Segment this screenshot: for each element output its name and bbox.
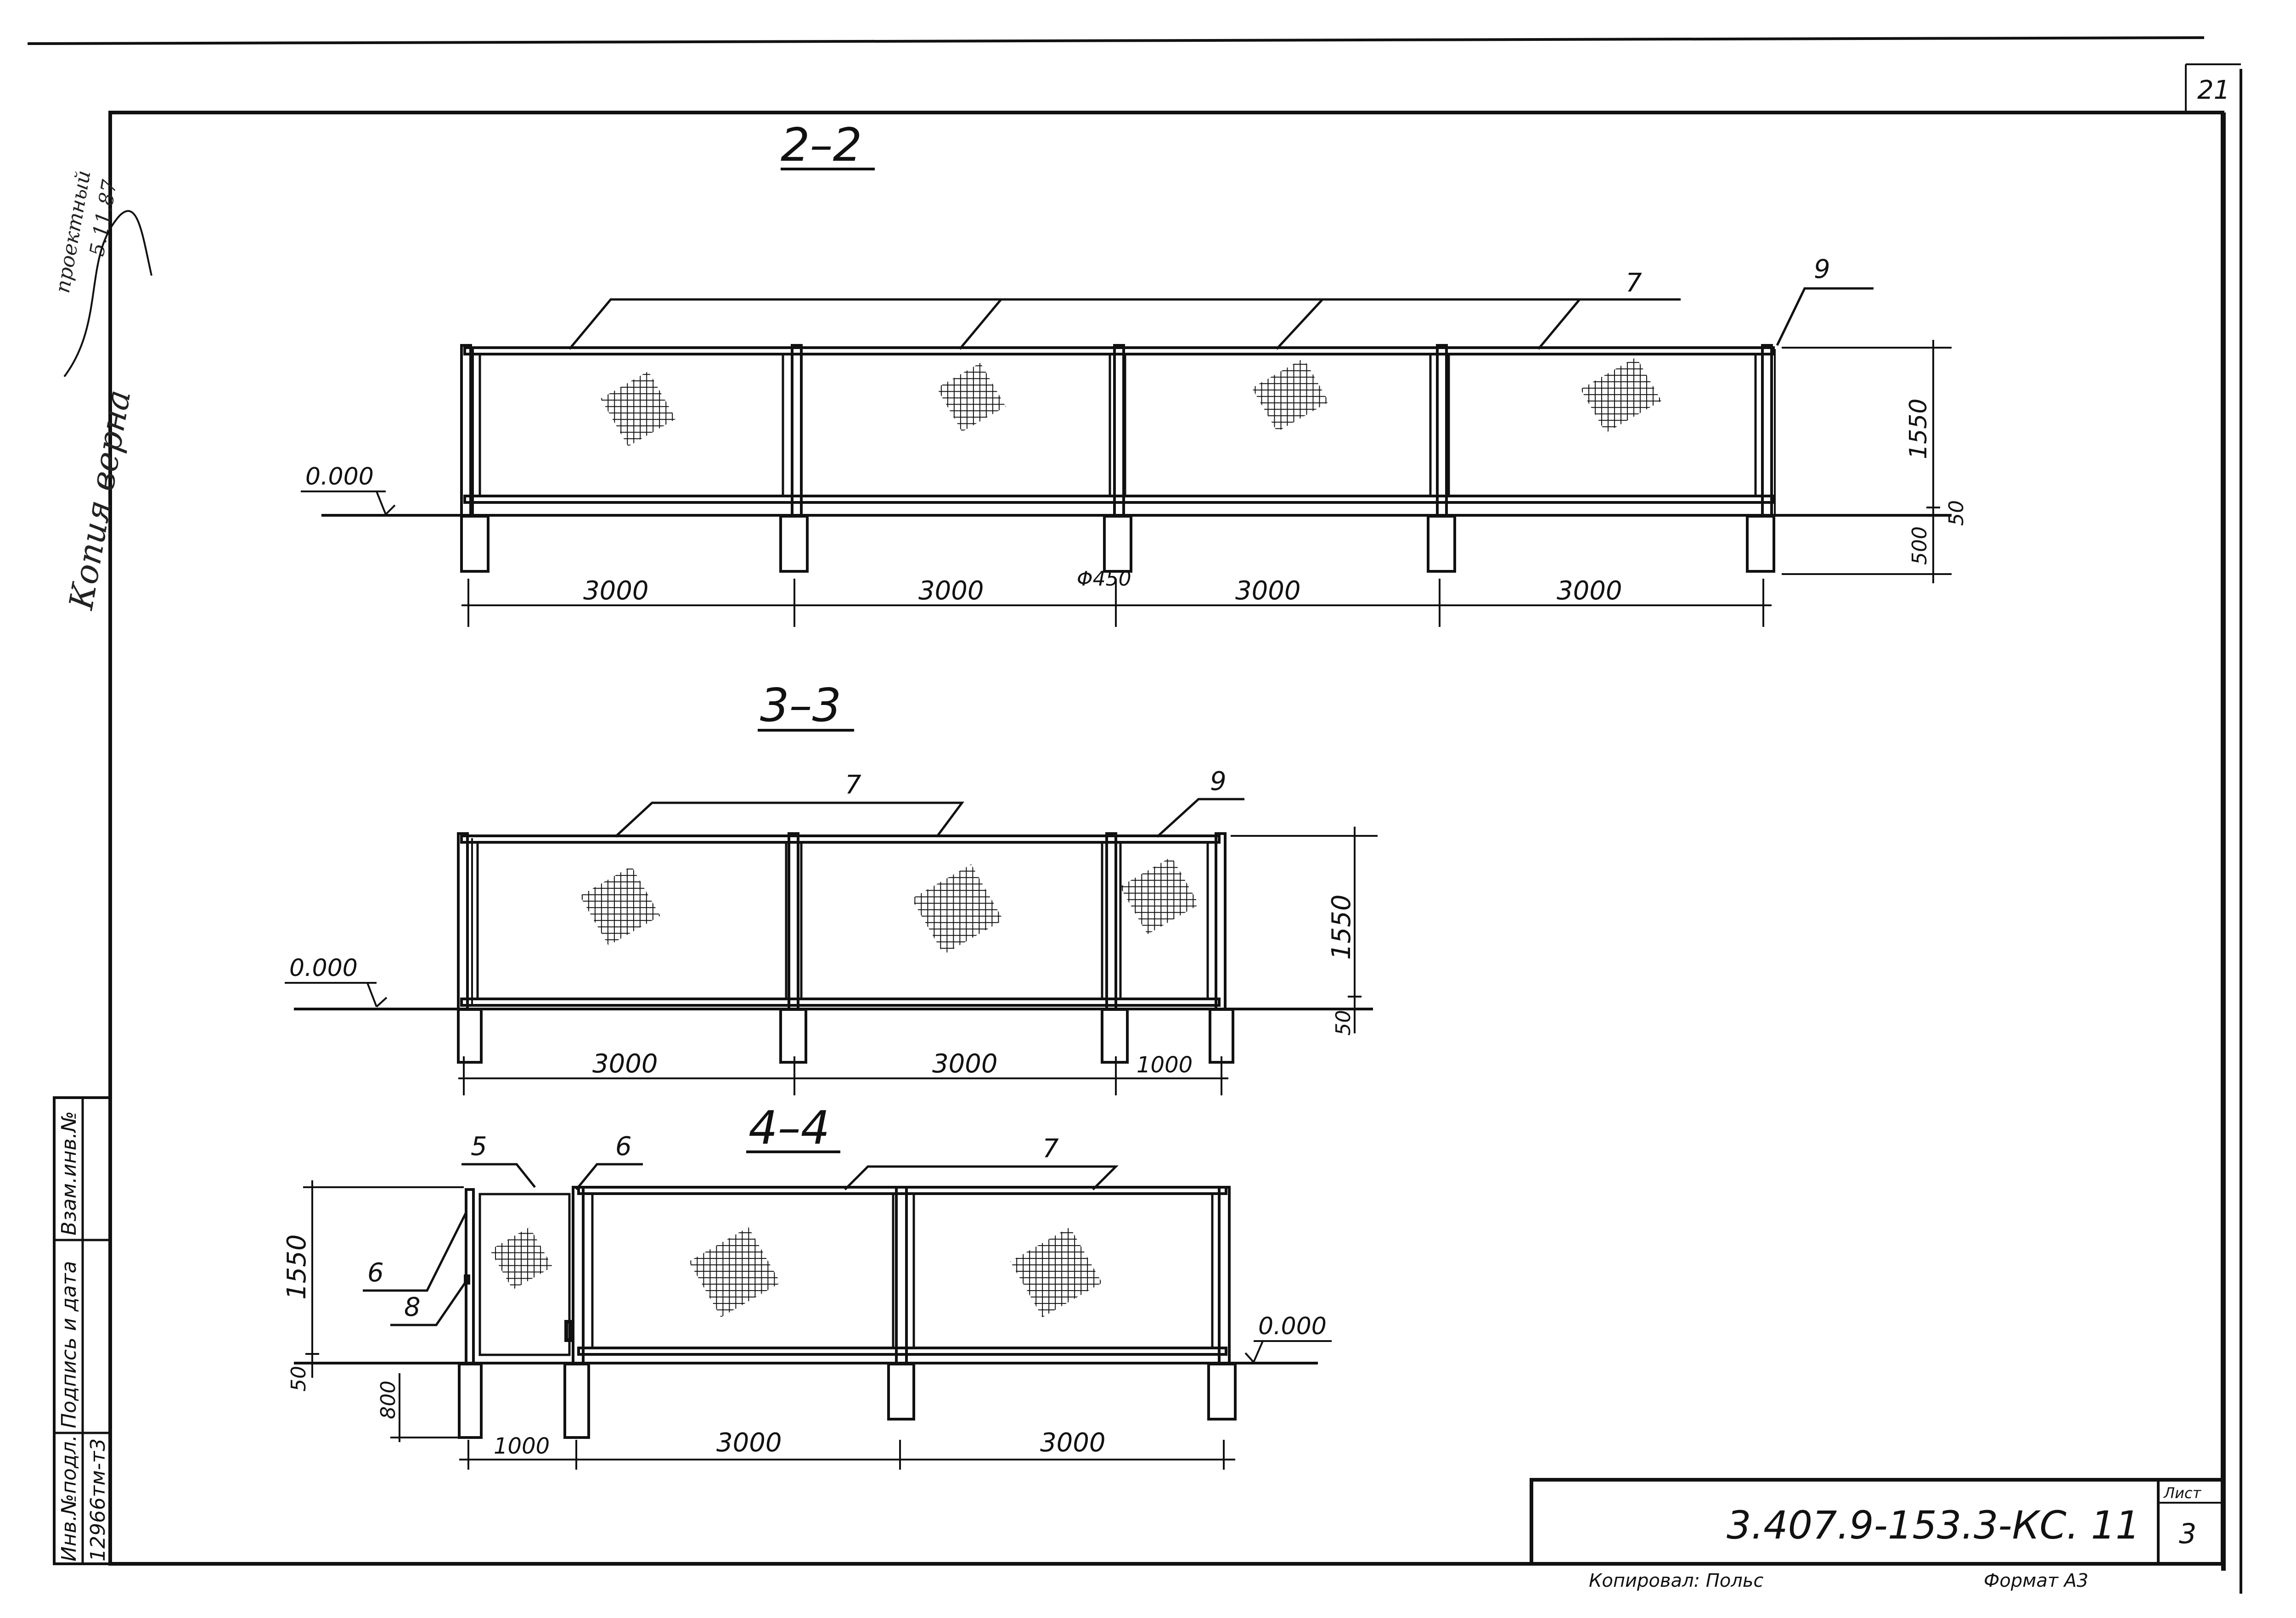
height-dim: 1550 (1905, 399, 1932, 459)
sheet-value: 3 (2179, 1518, 2196, 1550)
level-mark: 0.000 (305, 463, 374, 490)
signature-scribble (63, 210, 152, 378)
margin-note: Копия верна (62, 387, 138, 613)
callout-7: 7 (1626, 268, 1642, 298)
side-stamp (53, 1096, 112, 1565)
section-2-2: 2–2 (301, 118, 1968, 627)
span-dim: 1000 (494, 1433, 550, 1459)
height-dim: 1550 (1327, 894, 1356, 960)
section-title: 3–3 (760, 678, 841, 732)
format-label: Формат А3 (1984, 1570, 2088, 1591)
height-dim: 1550 (282, 1234, 312, 1300)
posts (457, 832, 1227, 1011)
stamp-label-col2: Подпись и дата (57, 1261, 81, 1428)
panels (476, 841, 1209, 1000)
mesh-patches (490, 1227, 1102, 1318)
level-mark: 0.000 (289, 954, 358, 982)
margin-note-2: проектный (51, 169, 96, 295)
footings (458, 1363, 1237, 1439)
sheet-label: Лист (2163, 1484, 2201, 1502)
panels (591, 1192, 1214, 1349)
posts (464, 1186, 1231, 1365)
span-dim: 3000 (1235, 576, 1301, 606)
section-4-4: 4–4 (282, 1101, 1332, 1470)
depth-dim: 50 (1332, 1010, 1355, 1036)
mesh-patches (601, 357, 1662, 446)
depth-dim: 500 (1908, 526, 1931, 565)
callout-9: 9 (1210, 767, 1227, 796)
copied-by: Копировал: Польс (1589, 1570, 1763, 1591)
callout-7: 7 (845, 770, 861, 800)
panels (478, 353, 1757, 497)
span-dim: 3000 (1557, 576, 1622, 606)
title-block (1530, 1478, 2224, 1566)
sheet-frame (27, 36, 2242, 1594)
gate-panel (478, 1193, 573, 1356)
depth-dim: 800 (377, 1381, 400, 1419)
callout-8: 8 (404, 1292, 421, 1322)
span-ticks (467, 579, 1764, 627)
callout-7: 7 (1042, 1134, 1059, 1164)
mesh-patches (580, 857, 1199, 955)
callout-5: 5 (471, 1132, 487, 1161)
depth-dim: 50 (287, 1366, 310, 1392)
sheet-number-top: 21 (2197, 75, 2230, 105)
span-dim: 1000 (1137, 1052, 1193, 1078)
footings (457, 1008, 1234, 1064)
drawing-code: 3.407.9-153.3-КС. 11 (1727, 1503, 2140, 1548)
span-dim: 3000 (583, 576, 649, 606)
span-dim: 3000 (918, 576, 984, 606)
callout-6b: 6 (367, 1258, 384, 1288)
section-title: 2–2 (781, 118, 862, 172)
section-3-3: 3–3 0.000 (285, 678, 1378, 1095)
section-title: 4–4 (748, 1101, 830, 1155)
depth-dim: 50 (1945, 500, 1968, 526)
posts (460, 344, 1776, 518)
callout-9: 9 (1814, 254, 1830, 284)
stamp-label-col3: Взам.инв.№ (57, 1111, 81, 1235)
span-dim: 3000 (592, 1049, 658, 1079)
margin-note-line1: Копия верна (62, 387, 138, 613)
diameter-dim: Φ450 (1077, 567, 1131, 591)
footings (460, 515, 1775, 573)
span-dim: 3000 (1040, 1428, 1106, 1458)
span-dim: 3000 (932, 1049, 998, 1079)
stamp-inv-value: 12966тм-т3 (86, 1438, 110, 1562)
span-dim: 3000 (716, 1428, 782, 1458)
callout-6: 6 (615, 1132, 632, 1161)
margin-note-line2: проектный (51, 169, 96, 295)
level-mark: 0.000 (1258, 1313, 1327, 1340)
stamp-label-col1: Инв.№подл. (57, 1435, 81, 1562)
